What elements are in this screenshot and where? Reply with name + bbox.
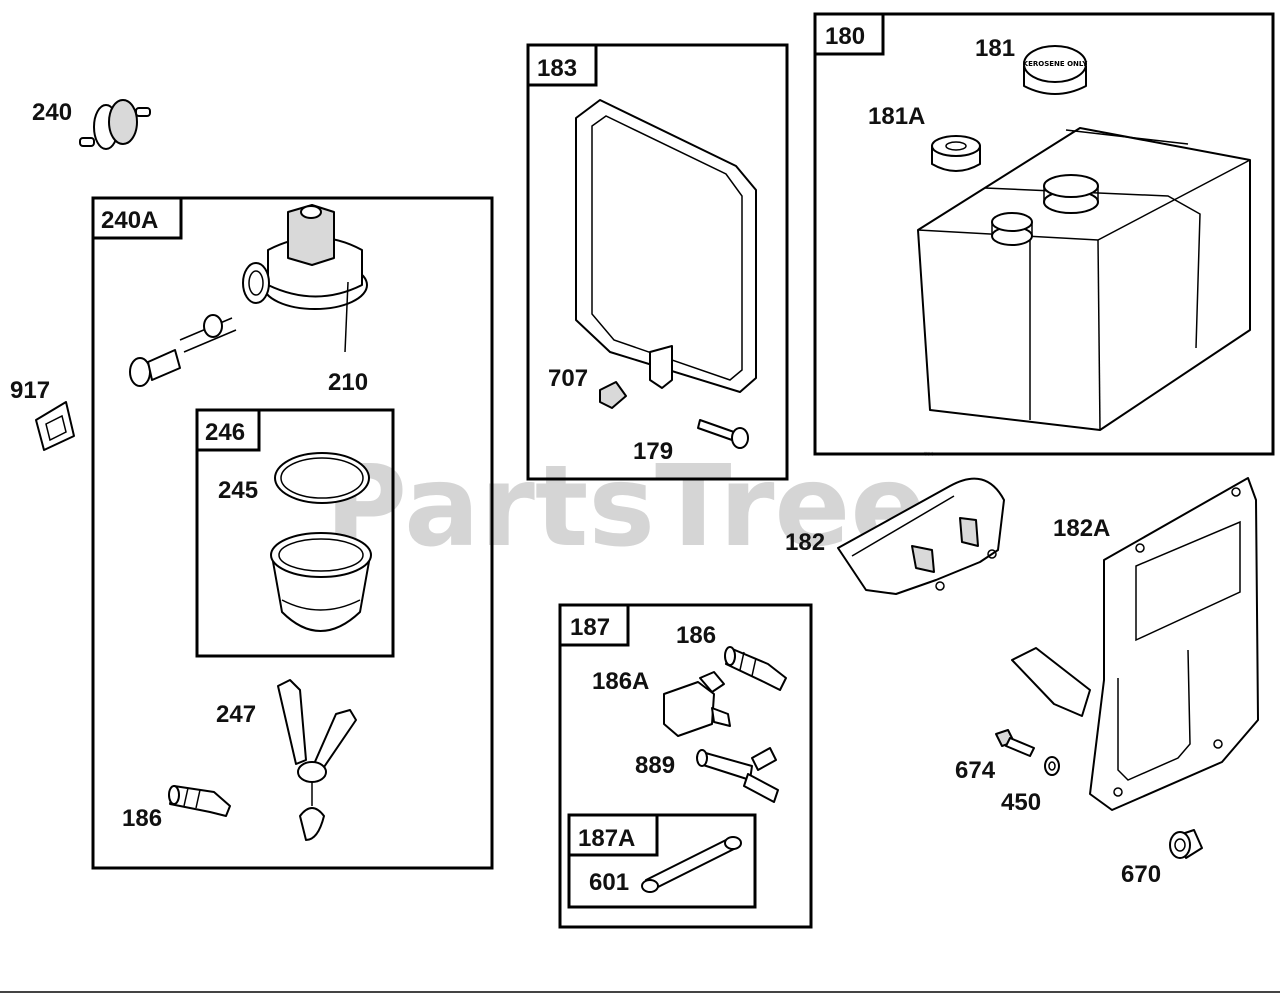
group-label-187: 187 — [570, 614, 610, 641]
group-label-240A: 240A — [101, 207, 158, 234]
label-247: 247 — [216, 701, 256, 728]
fuel-pump-210-drawing[interactable] — [242, 204, 368, 353]
group-label-246: 246 — [205, 419, 245, 446]
label-889: 889 — [635, 752, 675, 779]
group-label-187A: 187A — [578, 825, 635, 852]
group-box-183 — [526, 43, 789, 481]
gasket-245-drawing[interactable] — [274, 452, 370, 504]
cap-181-text: KEROSENE ONLY — [1023, 60, 1089, 68]
washer-450-drawing[interactable] — [1044, 756, 1060, 776]
fuel-cup-drawing[interactable] — [270, 532, 372, 632]
label-186-right: 186 — [676, 622, 716, 649]
group-box-240A — [91, 196, 494, 870]
label-182A: 182A — [1053, 515, 1110, 542]
tank-strap-183-drawing[interactable] — [575, 99, 757, 393]
tee-186A-drawing[interactable] — [663, 671, 731, 737]
watermark-trademark: ™ — [922, 450, 936, 466]
group-box-187A — [567, 813, 757, 909]
shield-182-drawing[interactable] — [837, 477, 1005, 595]
label-450: 450 — [1001, 789, 1041, 816]
spacer-670-drawing[interactable] — [1169, 829, 1203, 859]
group-tag-187 — [558, 603, 630, 647]
group-box-246 — [195, 408, 395, 658]
label-601: 601 — [589, 869, 629, 896]
label-670: 670 — [1121, 861, 1161, 888]
cap-181A-drawing[interactable] — [931, 135, 981, 172]
cap-181-drawing[interactable]: KEROSENE ONLY — [1023, 45, 1089, 95]
group-tag-183 — [526, 43, 598, 87]
group-box-187 — [558, 603, 813, 929]
label-707: 707 — [548, 365, 588, 392]
label-181: 181 — [975, 35, 1015, 62]
label-186-left: 186 — [122, 805, 162, 832]
bracket-182A-drawing[interactable] — [1011, 477, 1259, 811]
group-tag-180 — [813, 12, 885, 56]
label-674: 674 — [955, 757, 996, 784]
label-210: 210 — [328, 369, 368, 396]
fuel-tank-180-drawing[interactable] — [917, 127, 1251, 431]
clip-917-drawing[interactable] — [35, 401, 75, 451]
clamp-247-drawing[interactable] — [277, 679, 357, 841]
screw-179-drawing[interactable] — [697, 419, 749, 449]
bolt-674-drawing[interactable] — [995, 729, 1035, 757]
label-917: 917 — [10, 377, 50, 404]
fitting-186-right-drawing[interactable] — [724, 646, 787, 691]
tee-889-drawing[interactable] — [696, 747, 779, 803]
fitting-186-left-drawing[interactable] — [168, 785, 231, 817]
label-240: 240 — [32, 99, 72, 126]
group-label-183: 183 — [537, 55, 577, 82]
watermark-text: PartsTree — [325, 442, 926, 572]
group-label-180: 180 — [825, 23, 865, 50]
group-box-180 — [813, 12, 1275, 456]
group-tag-240A — [91, 196, 183, 240]
label-179: 179 — [633, 438, 673, 465]
label-186A: 186A — [592, 668, 649, 695]
group-tag-246 — [195, 408, 261, 452]
inline-filter-240-drawing[interactable] — [79, 99, 151, 150]
label-182: 182 — [785, 529, 825, 556]
nut-707-drawing[interactable] — [599, 381, 627, 409]
group-tag-187A — [567, 813, 659, 857]
valve-assembly-drawing[interactable] — [129, 314, 237, 387]
label-245: 245 — [218, 477, 258, 504]
hose-601-drawing[interactable] — [641, 836, 742, 893]
label-181A: 181A — [868, 103, 925, 130]
